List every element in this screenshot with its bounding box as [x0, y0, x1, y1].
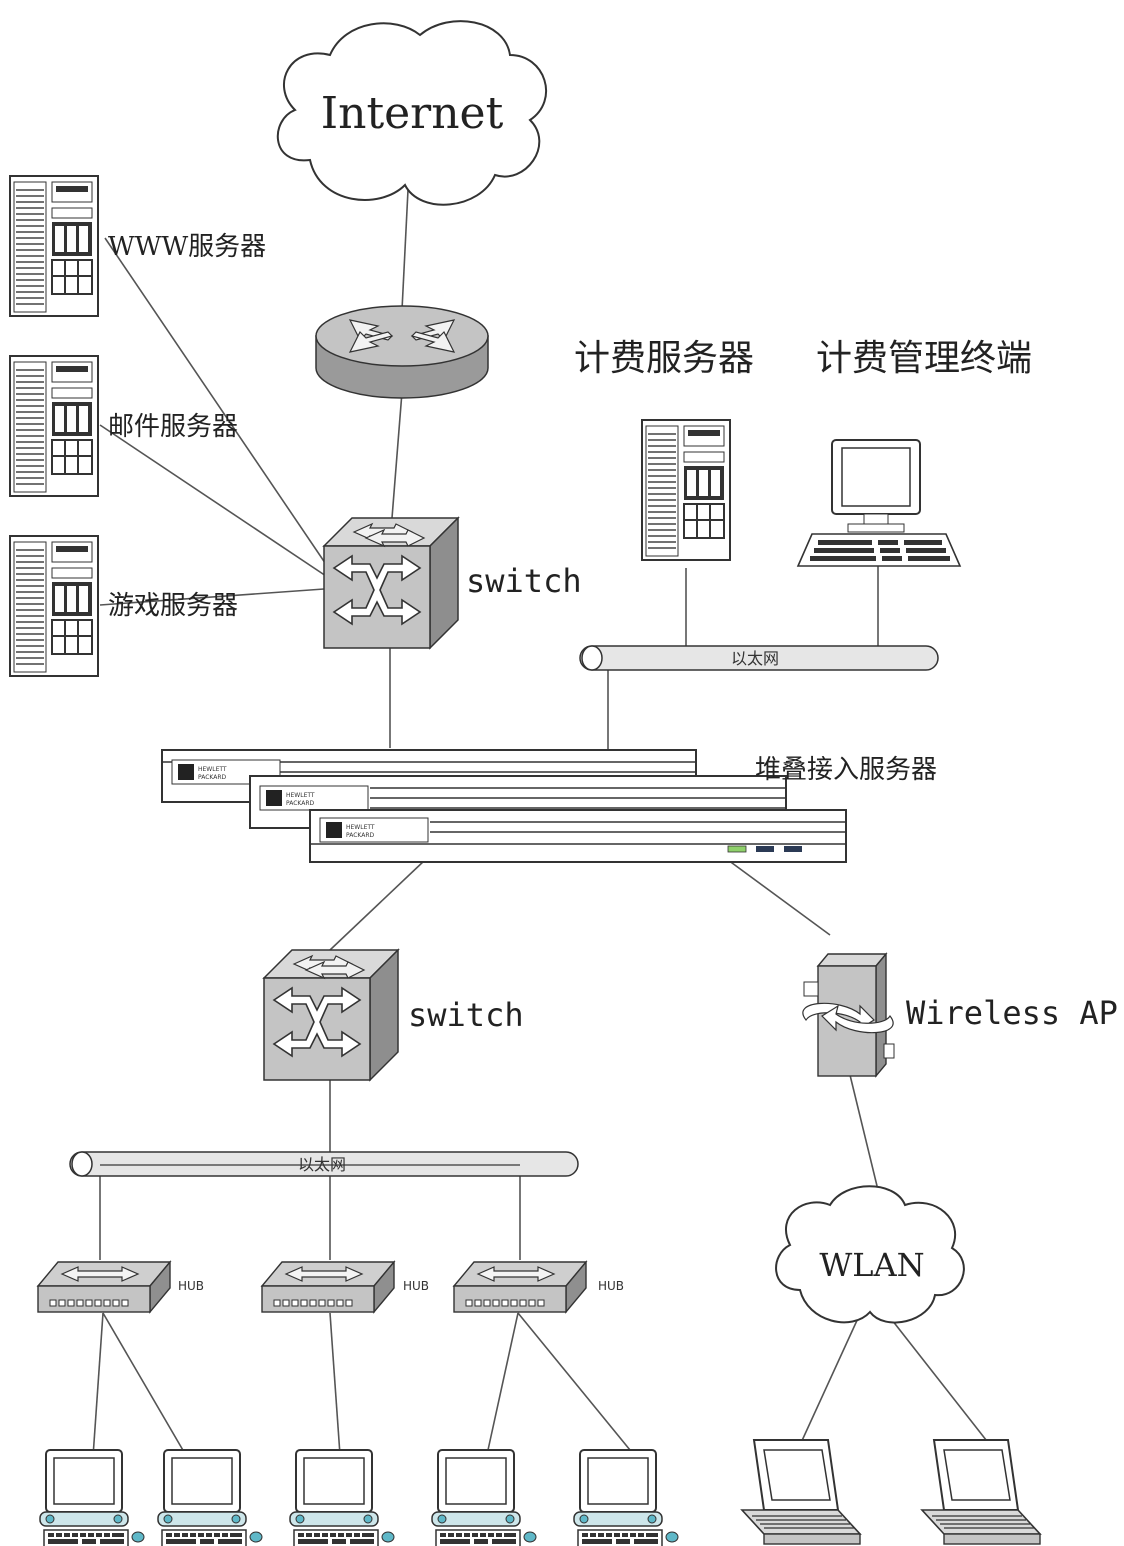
internet-label: Internet — [321, 88, 504, 139]
status-led-2 — [784, 846, 802, 852]
hp-brand-2: HEWLETT — [286, 792, 315, 799]
hp-brand-3b: PACKARD — [346, 832, 375, 839]
pc-1 — [40, 1450, 144, 1546]
access-switch: switch — [264, 950, 524, 1080]
ethernet-bottom-label: 以太网 — [298, 1155, 346, 1174]
game-server-label: 游戏服务器 — [108, 591, 238, 621]
pc-2 — [158, 1450, 262, 1546]
access-switch-label: switch — [408, 996, 524, 1034]
billing-server-label: 计费服务器 — [574, 338, 754, 379]
billing-terminal-label: 计费管理终端 — [816, 338, 1032, 379]
hp-brand-1b: PACKARD — [198, 774, 227, 781]
mail-server-label: 邮件服务器 — [108, 412, 238, 442]
wlan-cloud: WLAN — [776, 1186, 964, 1322]
internet-cloud: Internet — [278, 21, 546, 205]
www-server: WWW服务器 — [10, 176, 266, 316]
pc-5 — [574, 1450, 678, 1546]
wireless-ap: Wireless AP — [803, 954, 1118, 1076]
hp-brand-1: HEWLETT — [198, 766, 227, 773]
billing-terminal — [798, 440, 960, 566]
status-led-1 — [756, 846, 774, 852]
laptop-2 — [922, 1440, 1040, 1544]
access-server-label: 堆叠接入服务器 — [755, 755, 937, 785]
hp-brand-3: HEWLETT — [346, 824, 375, 831]
mail-server: 邮件服务器 — [10, 356, 238, 496]
hub-1: HUB — [38, 1262, 204, 1312]
hub-3-label: HUB — [598, 1279, 624, 1293]
access-server-unit-3: HEWLETT PACKARD — [310, 810, 846, 862]
hub-2: HUB — [262, 1262, 429, 1312]
hub-3: HUB — [454, 1262, 624, 1312]
hp-brand-2b: PACKARD — [286, 800, 315, 807]
game-server: 游戏服务器 — [10, 536, 238, 676]
hub-2-label: HUB — [403, 1279, 429, 1293]
laptop-1 — [742, 1440, 860, 1544]
core-switch: switch — [324, 518, 582, 648]
pc-4 — [432, 1450, 536, 1546]
ethernet-bus-top: 以太网 — [580, 646, 938, 670]
access-server-stack: HEWLETT PACKARD HEWLETT PACKARD HEWLETT … — [162, 750, 937, 862]
www-server-label: WWW服务器 — [108, 232, 266, 262]
status-led-green — [728, 846, 746, 852]
hub-1-label: HUB — [178, 1279, 204, 1293]
ethernet-top-label: 以太网 — [731, 649, 779, 668]
billing-server — [642, 420, 730, 560]
ethernet-bus-bottom: 以太网 — [70, 1152, 578, 1176]
router-icon — [316, 306, 488, 398]
core-switch-label: switch — [466, 562, 582, 600]
wlan-label: WLAN — [819, 1246, 924, 1284]
pc-3 — [290, 1450, 394, 1546]
wireless-ap-label: Wireless AP — [906, 994, 1118, 1032]
